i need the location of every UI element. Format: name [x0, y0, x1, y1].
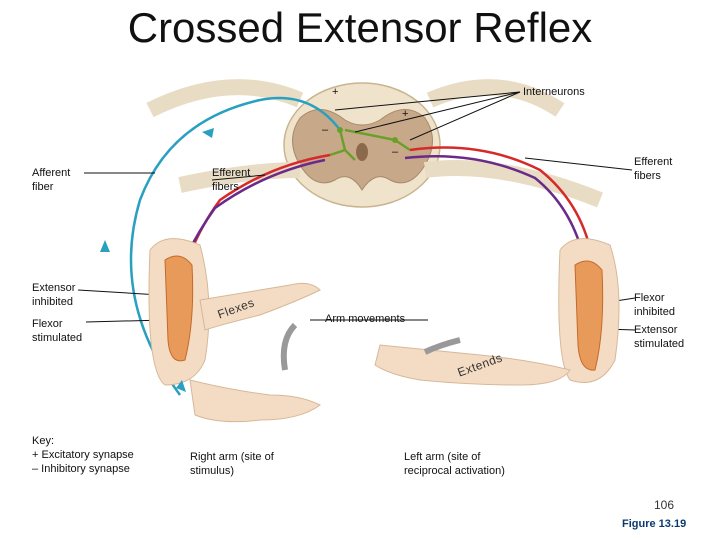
key-title: Key: — [32, 435, 55, 447]
interneurons-label: Interneurons — [523, 86, 585, 98]
left-arm — [374, 238, 620, 386]
flexor-inhibited-label: Flexor inhibited — [634, 292, 675, 318]
extensor-inhibited-label: Extensor inhibited — [32, 282, 76, 308]
efferent-fibers-left-label: Efferent fibers — [212, 167, 251, 193]
left-dorsal-root — [146, 79, 304, 118]
right-ventral-root — [423, 160, 603, 208]
extensor-stimulated-label: Extensor stimulated — [634, 324, 685, 350]
afferent-fiber-label: Afferent fiber — [32, 167, 71, 193]
key-inhibitory: – Inhibitory synapse — [32, 463, 130, 475]
minus-sign-2: – — [392, 146, 399, 158]
right-arm — [148, 238, 321, 423]
flex-motion-arrow — [280, 322, 298, 371]
plus-sign-1: + — [332, 86, 339, 98]
stimulus-arrow — [176, 380, 186, 392]
plus-sign-2: + — [402, 108, 409, 120]
minus-sign-1: – — [322, 124, 329, 136]
right-arm-label: Right arm (site of stimulus) — [190, 451, 274, 477]
key-excitatory: + Excitatory synapse — [32, 449, 134, 461]
efferent-fibers-right-label: Efferent fibers — [634, 156, 673, 182]
arm-movements-label: Arm movements — [325, 313, 406, 325]
flexor-stimulated-label: Flexor stimulated — [32, 318, 83, 344]
extend-motion-arrow — [423, 337, 461, 355]
left-arm-label: Left arm (site of reciprocal activation) — [404, 451, 505, 477]
afferent-arrow — [100, 240, 110, 252]
right-dorsal-root — [426, 79, 565, 117]
page-number: 106 — [654, 498, 675, 512]
afferent-arrow-2 — [202, 128, 214, 138]
afferent-fiber-path — [129, 96, 341, 396]
figure-label: Figure 13.19 — [622, 518, 687, 530]
page-title: Crossed Extensor Reflex — [127, 4, 593, 51]
